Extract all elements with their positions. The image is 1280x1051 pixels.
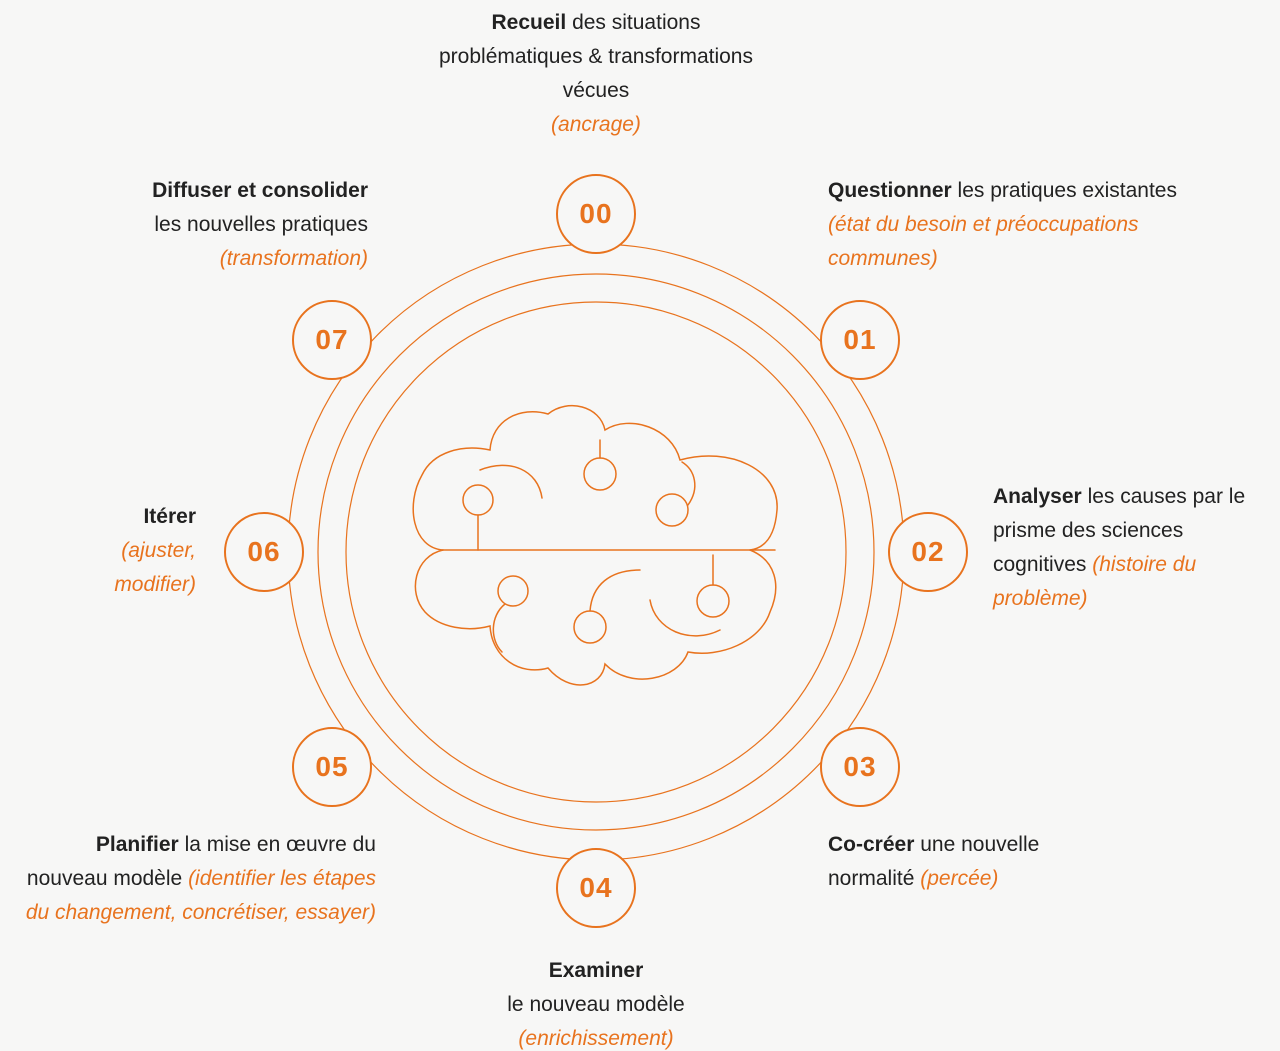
step-number: 02: [911, 536, 945, 567]
step-title: Questionner: [828, 179, 952, 202]
step-subtitle: (état du besoin et préoccupations commun…: [828, 213, 1139, 270]
step-text: des situations problématiques & transfor…: [439, 11, 753, 102]
step-05-label: Planifier la mise en œuvre du nouveau mo…: [10, 828, 376, 930]
step-01-circle: 01: [820, 300, 900, 380]
step-subtitle: (ajuster, modifier): [114, 539, 196, 596]
step-06-label: Itérer (ajuster, modifier): [60, 500, 196, 602]
step-05-circle: 05: [292, 727, 372, 807]
step-title: Diffuser et consolider: [152, 179, 368, 202]
step-text: les causes par le prisme des sciences co…: [993, 485, 1246, 576]
step-number: 00: [579, 198, 613, 229]
step-04-label: Examiner le nouveau modèle (enrichisseme…: [456, 954, 736, 1051]
step-text: une nouvelle normalité: [828, 833, 1040, 890]
step-text: les nouvelles pratiques: [154, 213, 368, 236]
step-number: 04: [579, 872, 613, 903]
step-title: Co-créer: [828, 833, 915, 856]
middle-ring: [317, 273, 875, 831]
step-text: les pratiques existantes: [957, 179, 1177, 202]
step-subtitle: (enrichissement): [518, 1027, 674, 1050]
step-title: Analyser: [993, 485, 1082, 508]
step-title: Itérer: [143, 505, 196, 528]
step-number: 03: [843, 751, 877, 782]
step-title: Recueil: [491, 11, 567, 34]
step-subtitle: (ancrage): [551, 113, 641, 136]
step-03-circle: 03: [820, 727, 900, 807]
step-title: Examiner: [548, 959, 644, 982]
step-07-circle: 07: [292, 300, 372, 380]
step-number: 05: [315, 751, 349, 782]
step-00-label: Recueil des situations problématiques & …: [436, 6, 756, 142]
step-00-circle: 00: [556, 174, 636, 254]
step-subtitle: (histoire du problème): [993, 553, 1197, 610]
step-text: le nouveau modèle: [507, 993, 685, 1016]
step-number: 01: [843, 324, 877, 355]
outer-ring: [287, 243, 905, 861]
step-04-circle: 04: [556, 848, 636, 928]
step-02-label: Analyser les causes par le prisme des sc…: [993, 480, 1273, 616]
step-number: 06: [247, 536, 281, 567]
step-number: 07: [315, 324, 349, 355]
step-03-label: Co-créer une nouvelle normalité (percée): [828, 828, 1118, 896]
step-text: la mise en œuvre du nouveau modèle: [26, 833, 376, 890]
step-07-label: Diffuser et consolider les nouvelles pra…: [60, 174, 368, 276]
inner-ring: [345, 301, 847, 803]
step-subtitle: (identifier les étapes du changement, co…: [25, 867, 376, 924]
step-title: Planifier: [95, 833, 179, 856]
step-subtitle: (percée): [920, 867, 999, 890]
brain-circuit-icon: [412, 405, 778, 686]
step-02-circle: 02: [888, 512, 968, 592]
step-01-label: Questionner les pratiques existantes (ét…: [828, 174, 1198, 276]
step-subtitle: (transformation): [219, 247, 368, 270]
step-06-circle: 06: [224, 512, 304, 592]
